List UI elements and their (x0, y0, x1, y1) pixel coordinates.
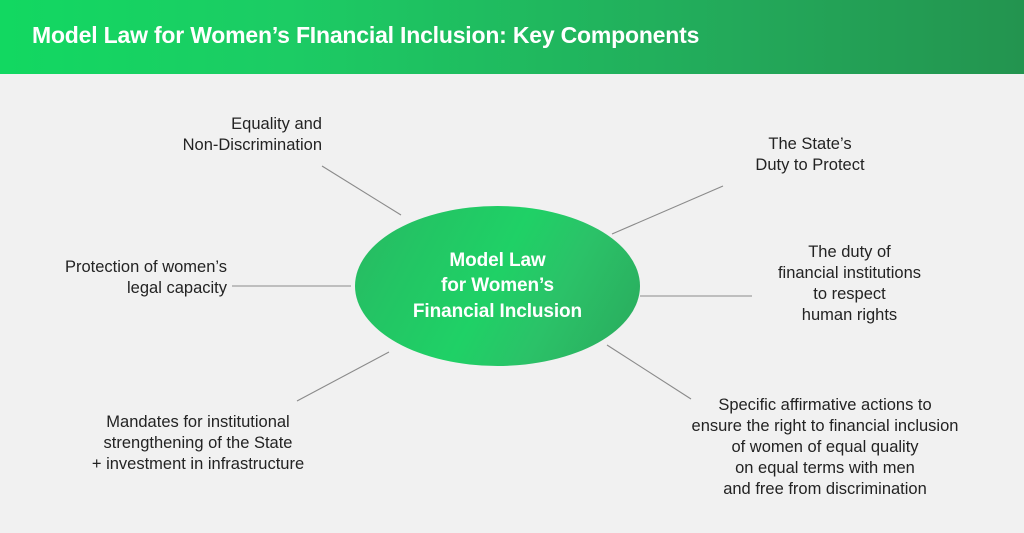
node-label-affirmative-actions[interactable]: Specific affirmative actions to ensure t… (691, 396, 959, 498)
center-node-label: Model Law for Women’s Financial Inclusio… (412, 250, 583, 322)
connector-equality (321, 165, 402, 216)
header-bar: Model Law for Women’s FInancial Inclusio… (0, 0, 1024, 74)
connector-mandates (296, 351, 390, 402)
node-label-legal-capacity[interactable]: Protection of women’s legal capacity (64, 258, 227, 297)
node-label-state-duty[interactable]: The State’s Duty to Protect (755, 135, 865, 174)
page-title: Model Law for Women’s FInancial Inclusio… (32, 22, 700, 48)
center-node[interactable]: Model Law for Women’s Financial Inclusio… (355, 206, 640, 366)
connector-affirmative-actions (606, 344, 692, 400)
node-label-equality[interactable]: Equality and Non-Discrimination (182, 115, 322, 154)
connector-state-duty (611, 185, 724, 235)
node-label-financial-institutions[interactable]: The duty of financial institutions to re… (777, 243, 922, 324)
node-label-mandates[interactable]: Mandates for institutional strengthening… (91, 413, 305, 473)
